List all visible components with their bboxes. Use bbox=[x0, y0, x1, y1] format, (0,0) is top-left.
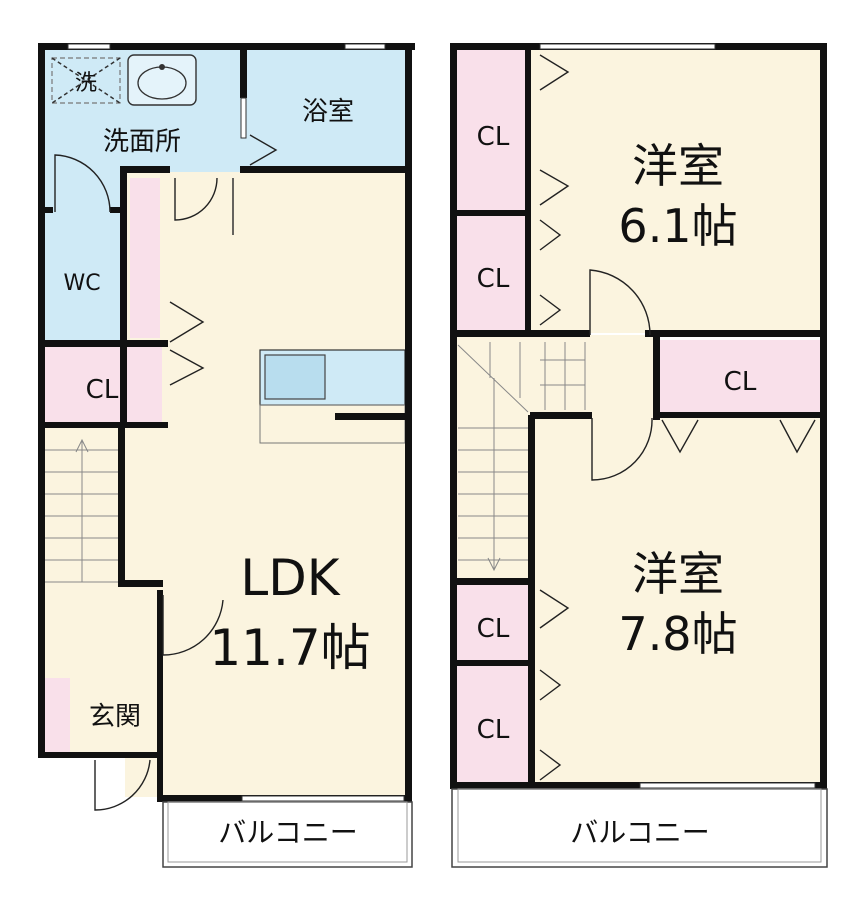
cl5-door-b bbox=[539, 749, 562, 781]
cl3-door-b bbox=[779, 419, 816, 454]
wall-entrance-bottom bbox=[38, 752, 163, 758]
wall-room-bottom-top bbox=[530, 412, 592, 419]
label-ldk-name: LDK bbox=[240, 549, 340, 607]
wall-cl-right-upper bbox=[525, 50, 531, 333]
wall-kitchen-stub bbox=[335, 413, 412, 420]
label-ldk-size: 11.7帖 bbox=[209, 619, 370, 677]
closet-2-floor bbox=[455, 215, 530, 332]
balcony-1f-inner bbox=[167, 801, 408, 863]
wall-2f-mid-r bbox=[645, 330, 827, 337]
door-entrance bbox=[94, 759, 151, 811]
washroom-lower-floor bbox=[42, 172, 125, 212]
wall-corridor-right bbox=[118, 425, 125, 585]
wall-bath-bottom bbox=[240, 166, 412, 173]
hall-floor bbox=[455, 335, 655, 580]
closet-floor-1f bbox=[42, 345, 162, 425]
balcony-2f-inner bbox=[457, 788, 822, 863]
stairs-1f bbox=[45, 438, 122, 583]
wall-stair-right bbox=[528, 415, 535, 785]
label-washroom: 洗面所 bbox=[103, 127, 181, 157]
label-room-bottom-size: 7.8帖 bbox=[618, 607, 737, 661]
wash-basin bbox=[127, 54, 197, 106]
ldk-closet-floor bbox=[130, 178, 160, 338]
wall-cl3-bottom bbox=[653, 412, 823, 418]
wall-2f-left bbox=[450, 43, 457, 788]
cl5-door-a bbox=[539, 669, 562, 701]
wall-washroom-bottom bbox=[120, 166, 170, 173]
label-room-top-size: 6.1帖 bbox=[618, 199, 737, 253]
window-2f-top bbox=[539, 43, 716, 50]
cl-door-1 bbox=[169, 301, 205, 343]
label-balcony-1f: バルコニー bbox=[218, 816, 357, 849]
door-ldk bbox=[174, 177, 218, 221]
label-closet-2f-3: CL bbox=[724, 367, 757, 397]
window-1f-bath-side bbox=[240, 97, 247, 139]
closet-4-floor bbox=[455, 585, 530, 665]
wall-ldk-left-upper bbox=[120, 166, 127, 426]
washing-machine-space bbox=[51, 57, 121, 104]
label-closet-2f-4: CL bbox=[477, 614, 510, 644]
window-1f-ldk bbox=[241, 795, 405, 802]
wall-cl3-left bbox=[653, 335, 660, 420]
door-room-bottom bbox=[591, 417, 653, 481]
wall-corridor-step bbox=[118, 580, 163, 587]
window-1f-wash bbox=[67, 43, 111, 50]
label-closet-2f-2: CL bbox=[477, 264, 510, 294]
label-entrance: 玄関 bbox=[89, 702, 141, 732]
wall-1f-top bbox=[38, 43, 415, 50]
closet-5-floor bbox=[455, 665, 530, 783]
label-closet-2f-5: CL bbox=[477, 715, 510, 745]
room-top-floor bbox=[530, 48, 820, 333]
wall-1f-left bbox=[38, 43, 45, 758]
label-room-bottom-name: 洋室 bbox=[632, 547, 724, 601]
cl2-door-c bbox=[539, 219, 562, 251]
wall-2f-mid bbox=[450, 330, 590, 337]
wall-1f-right bbox=[405, 43, 412, 801]
closet-3-floor bbox=[660, 340, 820, 412]
label-balcony-2f: バルコニー bbox=[570, 816, 709, 849]
door-corridor bbox=[162, 595, 224, 656]
wall-stair-bottom bbox=[450, 578, 532, 585]
closet-1-floor bbox=[455, 48, 530, 213]
stairs-2f bbox=[457, 342, 586, 572]
cl2-door-b bbox=[539, 169, 570, 206]
wall-cl-divider bbox=[450, 210, 530, 216]
kitchen-sink bbox=[264, 354, 326, 400]
wall-cl45-divider bbox=[450, 660, 532, 666]
wall-2f-bottom bbox=[450, 782, 827, 789]
cl2-door-a bbox=[539, 54, 570, 91]
door-bath-fold bbox=[249, 134, 278, 166]
wash-basin-drain bbox=[159, 64, 165, 70]
floor-1 bbox=[38, 43, 415, 868]
wc-floor bbox=[42, 212, 125, 342]
laundry-mark: 洗 bbox=[75, 71, 97, 96]
wall-cl-bottom bbox=[38, 422, 168, 428]
cl3-door-a bbox=[661, 419, 699, 454]
wall-wc-top-r bbox=[110, 207, 125, 213]
ldk-floor bbox=[125, 172, 410, 797]
corridor-floor bbox=[42, 425, 162, 675]
label-bathroom: 浴室 bbox=[302, 97, 354, 127]
floor-2 bbox=[450, 43, 828, 868]
cl-door-2 bbox=[169, 349, 205, 386]
label-wc: WC bbox=[63, 271, 100, 296]
wall-wc-top bbox=[38, 207, 53, 213]
wall-2f-right bbox=[820, 43, 827, 788]
window-1f-bath bbox=[344, 43, 386, 50]
label-closet-2f-1: CL bbox=[477, 122, 510, 152]
window-2f-bottom bbox=[639, 782, 816, 789]
wall-wc-bottom bbox=[38, 340, 168, 347]
wall-bath-left bbox=[240, 43, 247, 98]
door-washroom bbox=[54, 154, 111, 213]
door-room-top bbox=[589, 269, 651, 336]
label-room-top-name: 洋室 bbox=[632, 139, 724, 193]
label-closet-1f: CL bbox=[86, 375, 119, 405]
cl4-door bbox=[539, 589, 570, 629]
cl2-door-d bbox=[539, 294, 562, 326]
wall-entrance-right bbox=[157, 590, 163, 802]
entrance-closet-floor bbox=[45, 678, 70, 753]
